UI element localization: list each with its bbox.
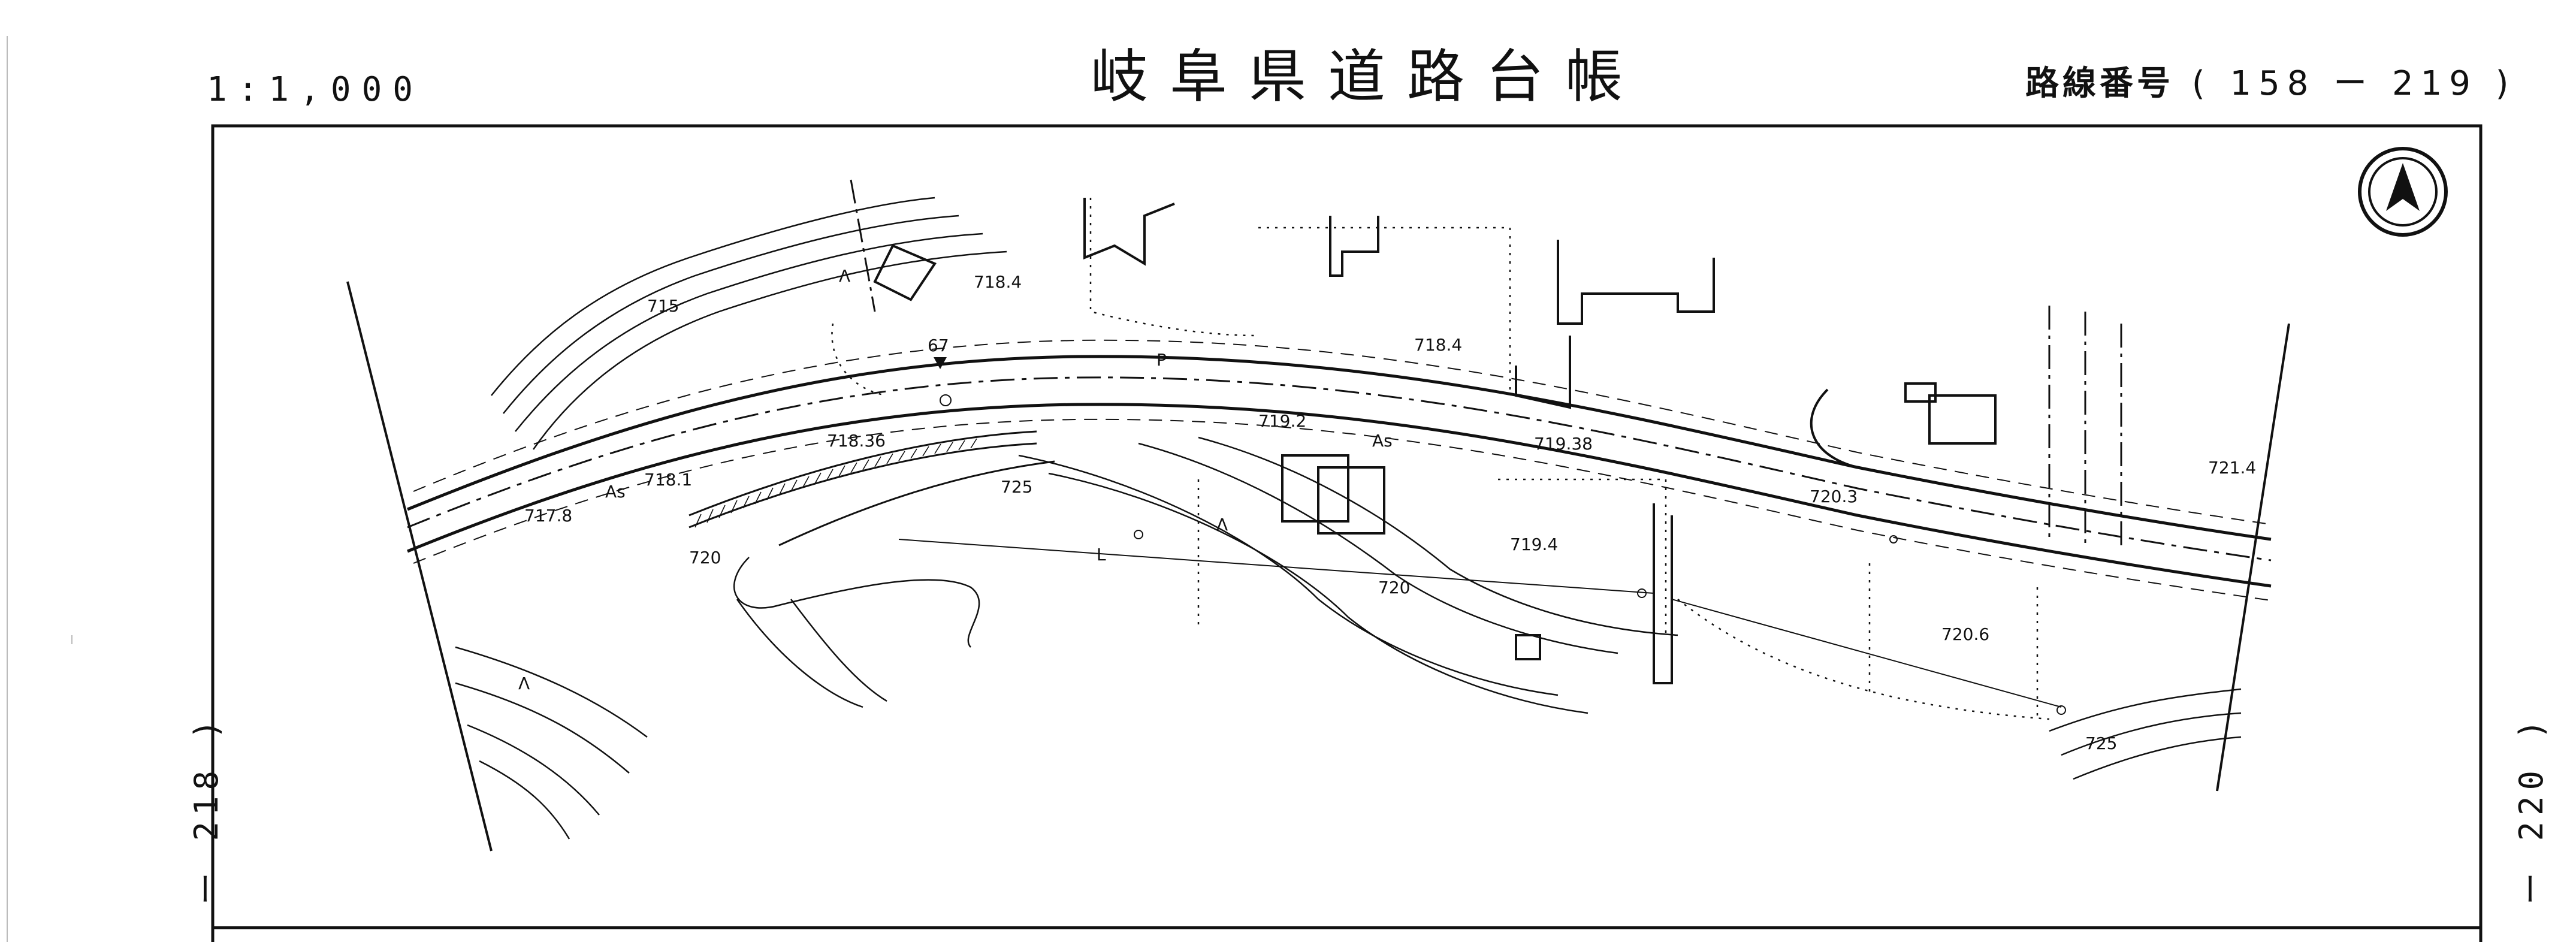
- elevation-label: 717.8: [524, 506, 572, 526]
- mark-label: P: [1156, 350, 1167, 370]
- contour-label: 725: [1001, 477, 1032, 497]
- map-scale: 1:1,000: [207, 70, 424, 109]
- sheet-boundaries: [346, 281, 2290, 852]
- contour-label: 720: [689, 548, 721, 567]
- mark-label: Λ: [518, 674, 530, 693]
- north-arrow-icon: [2358, 147, 2448, 237]
- elevation-label: 719.2: [1258, 411, 1306, 431]
- elevation-label: 719.4: [1510, 535, 1558, 554]
- elevation-label: 720.3: [1810, 487, 1858, 506]
- mark-label: Λ: [839, 266, 850, 286]
- mark-label: L: [1097, 545, 1106, 564]
- contour-label: 715: [647, 296, 679, 316]
- route-number-value: ( 158 ー 219 ): [2191, 64, 2516, 103]
- pavement-label: As: [605, 482, 626, 502]
- point-number-label: 67: [928, 336, 949, 355]
- map-labels: 67 As As 718.4 718.4 718.36 718.1 717.8 …: [518, 266, 2256, 753]
- parcel-boundaries: [831, 198, 2050, 720]
- elevation-label: 718.1: [644, 470, 692, 490]
- embankment-hatching: [688, 430, 1055, 547]
- buildings: [873, 198, 1997, 684]
- contour-label: 725: [2085, 733, 2117, 753]
- pavement-label: As: [1372, 431, 1393, 451]
- map-frame: [211, 124, 2483, 942]
- survey-line: [898, 394, 2066, 715]
- elevation-label: 718.36: [827, 431, 886, 451]
- contour-label: 720: [1378, 578, 1410, 597]
- elevation-label: 720.6: [1941, 624, 1989, 644]
- road-centerline: [407, 339, 2272, 601]
- page-title: 岐阜県道路台帳: [1091, 43, 1644, 110]
- elevation-label: 718.4: [1414, 335, 1462, 355]
- route-number-label: 路線番号: [2025, 64, 2174, 103]
- route-number-header: 路線番号 ( 158 ー 219 ): [2025, 67, 2515, 101]
- elevation-label: 721.4: [2208, 458, 2256, 478]
- mark-label: Λ: [1216, 515, 1228, 535]
- elevation-label: 719.38: [1534, 434, 1593, 454]
- elevation-label: 718.4: [974, 272, 1022, 292]
- fence-lines: [850, 179, 2122, 551]
